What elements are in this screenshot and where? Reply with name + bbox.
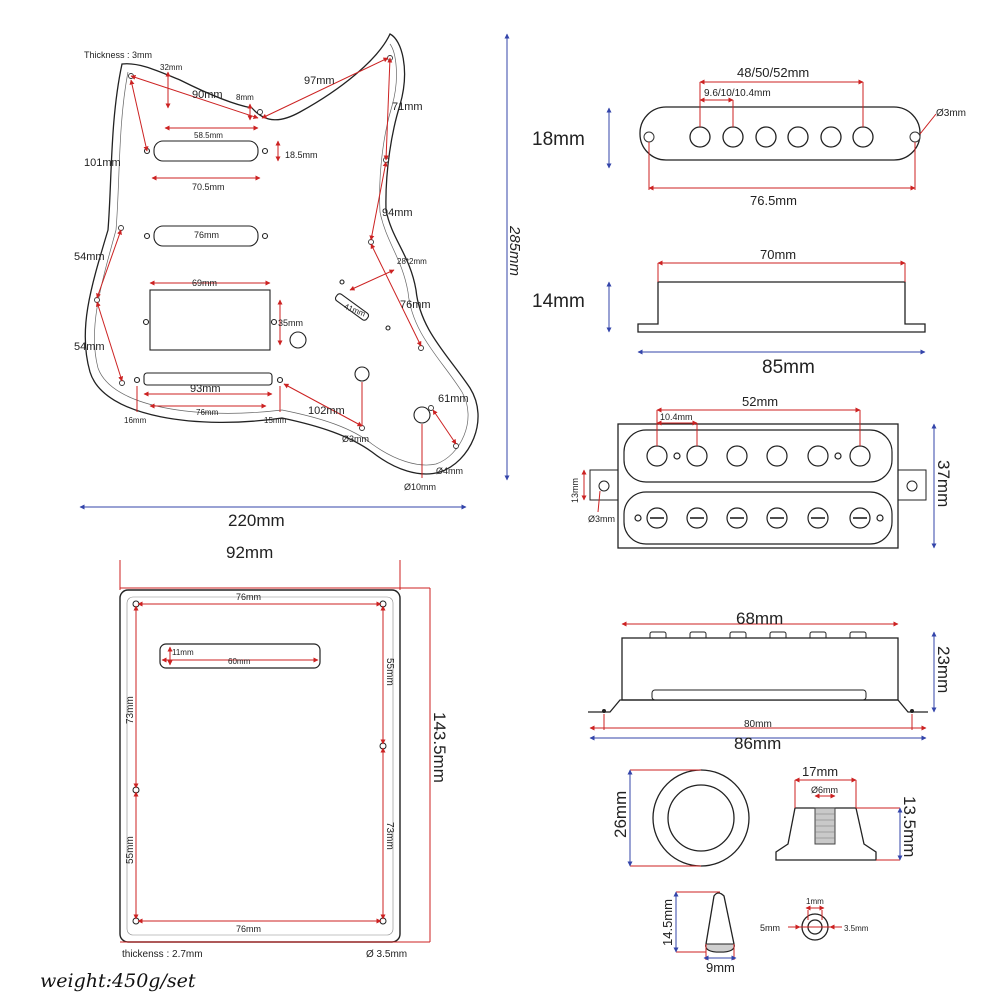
bp-thickness: thickenss : 2.7mm (122, 949, 203, 960)
dim-phi3: Ø3mm (342, 434, 369, 444)
dim-93: 93mm (190, 383, 221, 395)
dim-76-c: 76mm (196, 408, 219, 417)
bp-height: 143.5mm (430, 712, 449, 783)
dim-220: 220mm (228, 511, 285, 530)
hb-height: 37mm (934, 460, 953, 507)
dim-28x2: 28*2mm (397, 257, 427, 266)
ring-drawing: 26mm (611, 769, 750, 867)
hb-hole: Ø3mm (588, 514, 615, 524)
tip-height: 14.5mm (660, 899, 675, 946)
back-plate-drawing: 92mm 76mm 11mm 60mm 55mm 73mm 143.5mm 73… (119, 543, 449, 960)
bp-right-lower: 73mm (384, 822, 395, 850)
sc-length: 76.5mm (750, 193, 797, 208)
pickguard-overall-dims (79, 33, 510, 510)
dim-54-b: 54mm (74, 341, 105, 353)
bp-left-upper: 73mm (125, 696, 136, 724)
dim-61: 61mm (438, 393, 469, 405)
switch-tip-drawing: 14.5mm 9mm (660, 891, 737, 975)
dim-76-a: 76mm (194, 230, 219, 240)
bp-top-holes: 76mm (236, 592, 261, 602)
knob-shaft: Ø6mm (811, 785, 838, 795)
dim-285: 285mm (506, 225, 523, 276)
dim-94: 94mm (382, 207, 413, 219)
single-coil-top-view: 48/50/52mm 9.6/10/10.4mm 18mm Ø3mm 76.5m… (532, 65, 966, 208)
tip-width: 9mm (706, 960, 735, 975)
grommet-inner: 1mm (806, 897, 824, 906)
hb-pole: 10.4mm (660, 412, 693, 422)
grommet-drawing: 1mm 5mm 3.5mm (760, 897, 869, 941)
humbucker-top-view: 52mm 10.4mm Ø3mm 13mm 37mm (570, 394, 953, 549)
dim-32: 32mm (160, 63, 183, 72)
dim-54-a: 54mm (74, 251, 105, 263)
bp-width: 92mm (226, 543, 273, 562)
pickguard-screw-holes (94, 55, 459, 449)
dim-15: 15mm (264, 416, 287, 425)
dim-phi10: Ø10mm (404, 482, 436, 492)
single-coil-side-view: 70mm 14mm 85mm (532, 247, 926, 378)
dim-phi4: Ø4mm (436, 466, 463, 476)
bp-slot-w: 60mm (228, 657, 251, 666)
dim-102: 102mm (308, 405, 345, 417)
dim-70-5: 70.5mm (192, 182, 225, 192)
dim-69: 69mm (192, 278, 217, 288)
hb-spacing: 52mm (742, 394, 778, 409)
bp-right-upper: 55mm (384, 658, 395, 686)
sc-side-top: 70mm (760, 247, 796, 262)
ring-dia: 26mm (611, 791, 630, 838)
hb-side-top: 68mm (736, 609, 783, 628)
humbucker-side-view: 68mm 80mm 86mm 23mm (588, 609, 953, 753)
hb-ear: 13mm (570, 478, 580, 503)
dim-97: 97mm (304, 75, 335, 87)
dim-16: 16mm (124, 416, 147, 425)
sc-side-base: 85mm (762, 357, 815, 378)
dim-35: 35mm (278, 318, 303, 328)
grommet-side: 3.5mm (844, 924, 869, 933)
knob-height: 13.5mm (900, 796, 919, 857)
dim-41: 41mm (343, 302, 367, 319)
dim-58-5: 58.5mm (194, 131, 223, 140)
knob-drawing: 17mm Ø6mm 13.5mm (775, 764, 919, 861)
pickup-cutouts (133, 140, 431, 424)
sc-hole: Ø3mm (936, 108, 966, 119)
pickguard-dims (95, 57, 457, 478)
pickguard-drawing: Thickness : 3mm 32mm 90mm 8mm 97mm 71mm … (74, 33, 523, 530)
bp-slot-h: 11mm (172, 648, 194, 657)
hb-side-inner: 80mm (744, 719, 772, 730)
sc-pole: 9.6/10/10.4mm (704, 88, 771, 99)
dim-8: 8mm (236, 93, 254, 102)
bp-left-lower: 55mm (125, 836, 136, 864)
weight-label: weight:450g/set (40, 970, 196, 992)
hb-side-height: 23mm (934, 646, 953, 693)
knob-top: 17mm (802, 764, 838, 779)
dim-18-5: 18.5mm (285, 150, 318, 160)
sc-height: 18mm (532, 129, 585, 150)
sc-spacing: 48/50/52mm (737, 65, 809, 80)
thickness-label: Thickness : 3mm (84, 50, 152, 60)
dim-76-b: 76mm (400, 299, 431, 311)
dim-90: 90mm (192, 89, 223, 101)
sc-side-height: 14mm (532, 291, 585, 312)
bp-bottom-holes: 76mm (236, 924, 261, 934)
bp-hole: Ø 3.5mm (366, 949, 407, 960)
dim-101: 101mm (84, 157, 121, 169)
hb-side-base: 86mm (734, 734, 781, 753)
dim-71: 71mm (392, 101, 423, 113)
grommet-outer: 5mm (760, 923, 780, 933)
